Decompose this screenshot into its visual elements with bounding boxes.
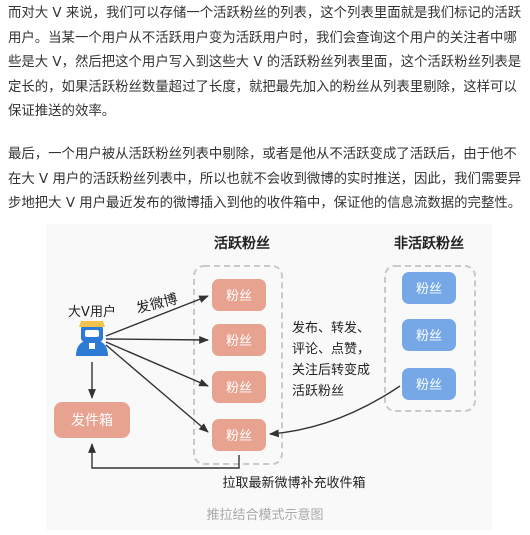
inactive-fan-3: 粉丝 [402, 368, 456, 400]
inactive-fan-1: 粉丝 [402, 272, 456, 304]
paragraph-async-backfill: 最后，一个用户被从活跃粉丝列表中剔除，或者是他从不活跃变成了活跃后，由于他不在大… [8, 147, 522, 211]
pull-path-arrow [88, 443, 240, 469]
active-fans-box [193, 265, 283, 465]
inactive-fans-title: 非活跃粉丝 [394, 235, 464, 252]
transition-note-line-1: 发布、转发、 [292, 320, 370, 336]
arrow-to-fan-1 [105, 295, 209, 337]
active-fan-2: 粉丝 [212, 324, 266, 356]
active-fan-2-label: 粉丝 [226, 334, 252, 349]
arrow-inactive-to-active [269, 385, 401, 438]
publish-label: 发微博 [134, 290, 179, 317]
transition-note-line-3: 关注后转变成 [292, 362, 370, 378]
user-avatar-icon [76, 321, 108, 356]
inactive-fan-2: 粉丝 [402, 319, 456, 351]
transition-note-line-4: 活跃粉丝 [292, 384, 344, 399]
active-fan-1: 粉丝 [212, 279, 266, 311]
active-fans-title: 活跃粉丝 [214, 235, 270, 252]
inactive-fan-1-label: 粉丝 [416, 282, 442, 297]
diagram-canvas: 活跃粉丝 非活跃粉丝 粉丝 粉丝 粉丝 粉丝 粉丝 粉丝 [54, 235, 476, 491]
transition-note-line-2: 评论、点赞， [292, 342, 370, 357]
active-fan-3: 粉丝 [212, 371, 266, 403]
inactive-fans-box [384, 265, 476, 412]
pull-label: 拉取最新微博补充收件箱 [222, 475, 365, 491]
inactive-fan-3-label: 粉丝 [416, 378, 442, 393]
inactive-fan-2-label: 粉丝 [416, 329, 442, 344]
arrow-to-fan-3 [105, 341, 209, 387]
arrow-to-fan-2 [105, 335, 209, 344]
paragraph-active-fans-intro: 而对大 V 来说，我们可以存储一个活跃粉丝的列表，这个列表里面就是我们标记的活跃… [8, 6, 522, 119]
outbox: 发件箱 [54, 402, 130, 438]
active-fan-4: 粉丝 [212, 419, 266, 451]
figure-caption: 推拉结合模式示意图 [206, 508, 324, 523]
outbox-label: 发件箱 [71, 413, 113, 429]
active-fan-4-label: 粉丝 [226, 429, 252, 444]
big-v-user-label: 大V用户 [68, 304, 116, 320]
arrow-to-fan-4 [105, 344, 209, 433]
active-fan-1-label: 粉丝 [226, 289, 252, 304]
push-pull-diagram: 活跃粉丝 非活跃粉丝 粉丝 粉丝 粉丝 粉丝 粉丝 粉丝 [46, 224, 492, 530]
active-fan-3-label: 粉丝 [226, 381, 252, 396]
